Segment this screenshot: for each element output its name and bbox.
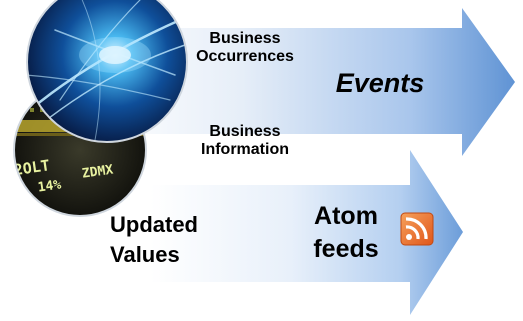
rss-feed-icon <box>400 212 434 246</box>
ticker-text-2: 14% <box>37 177 63 195</box>
atom-feeds-arrow <box>150 150 463 315</box>
events-label: Events <box>335 68 425 98</box>
business-occurrences-label: Business Occurrences <box>196 30 294 66</box>
ticker-text-3: ZDMX <box>81 162 114 181</box>
ticker-text-1: 2OLT <box>13 156 51 179</box>
events-arrow <box>95 8 515 156</box>
atom-feeds-label: Atom feeds <box>313 202 379 263</box>
updated-values-label: Updated Values <box>110 212 198 267</box>
business-information-label: Business Information <box>201 123 289 159</box>
network-globe-image <box>26 0 188 143</box>
